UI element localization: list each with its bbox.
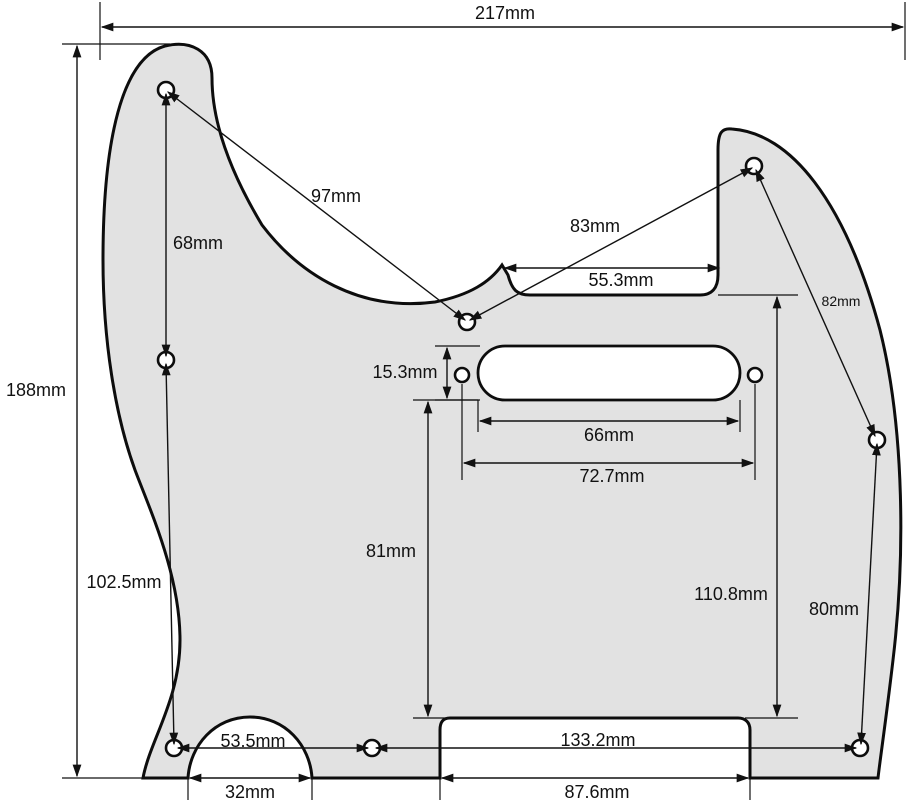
dim-80mm (857, 442, 881, 746)
dim-97mm (167, 91, 466, 321)
label-87-6mm: 87.6mm (564, 782, 629, 802)
pickup-mount-hole (453, 366, 471, 384)
label-83mm: 83mm (570, 216, 620, 236)
label-32mm: 32mm (225, 782, 275, 802)
dim-83mm (468, 167, 754, 321)
dim-82mm (755, 168, 876, 438)
label-15-3mm: 15.3mm (372, 362, 437, 382)
label-72-7mm: 72.7mm (579, 466, 644, 486)
label-82mm: 82mm (822, 293, 861, 309)
label-66mm: 66mm (584, 425, 634, 445)
pickguard-plate (101, 42, 903, 780)
label-133-2mm: 133.2mm (560, 730, 635, 750)
extension-lines (62, 2, 906, 800)
label-97mm: 97mm (311, 186, 361, 206)
label-102-5mm: 102.5mm (86, 572, 161, 592)
pickup-slot (476, 344, 742, 402)
pickup-mount-hole (746, 366, 764, 384)
label-81mm: 81mm (366, 541, 416, 561)
dimension-lines (72, 22, 905, 783)
label-80mm: 80mm (809, 599, 859, 619)
screw-hole (744, 156, 764, 176)
label-overall-height: 188mm (6, 380, 66, 400)
label-overall-width: 217mm (475, 3, 535, 23)
label-53-5mm: 53.5mm (220, 731, 285, 751)
label-68mm: 68mm (173, 233, 223, 253)
dim-102-5mm (161, 362, 179, 746)
label-110-8mm: 110.8mm (694, 584, 768, 604)
label-55-3mm: 55.3mm (588, 270, 653, 290)
dimension-labels: 217mm 188mm 97mm 68mm 102.5mm 83mm 55.3m… (0, 2, 860, 802)
